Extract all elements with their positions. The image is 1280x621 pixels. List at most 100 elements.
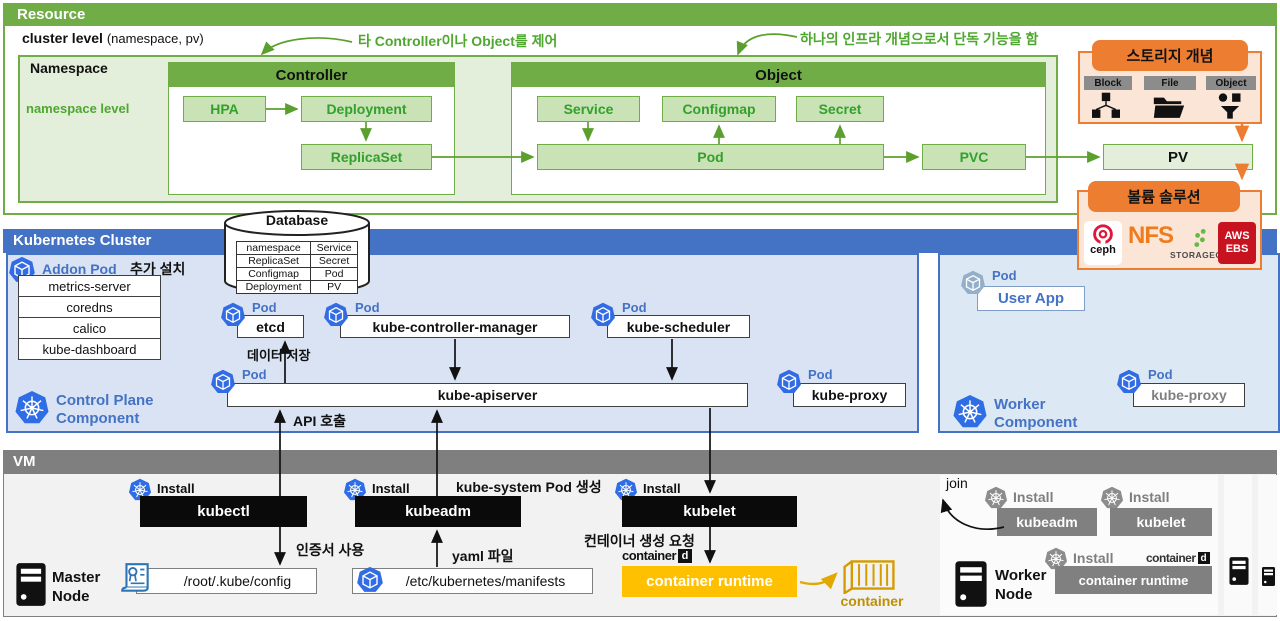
object-annotation: 하나의 인프라 개념으로서 단독 기능을 함: [800, 31, 1039, 47]
file-storage-icon: [1148, 94, 1190, 120]
containerd-logo: container d: [622, 548, 693, 563]
object-group-title: Object: [512, 63, 1045, 87]
volume-solution-title: 볼륨 솔루션: [1088, 181, 1240, 212]
deployment-box: Deployment: [301, 96, 432, 122]
cert-use-label: 인증서 사용: [296, 542, 365, 558]
vm-header: VM: [3, 450, 1277, 474]
nfs-logo: NFS: [1128, 222, 1174, 249]
worker-container-runtime-box: container runtime: [1055, 566, 1212, 594]
master-node-line1: Master: [52, 569, 101, 586]
controller-annotation: 타 Controller이나 Object를 제어: [358, 33, 558, 49]
kube-controller-manager-box: kube-controller-manager: [340, 315, 570, 338]
pod-icon: [960, 270, 986, 296]
ebs-label: EBS: [1225, 243, 1249, 255]
control-plane-line2: Component: [56, 410, 140, 427]
namespace-level-label: namespace level: [26, 101, 130, 116]
container-runtime-box: container runtime: [622, 566, 797, 597]
kube-proxy-box: kube-proxy: [793, 383, 906, 407]
cluster-level-note: (namespace, pv): [106, 31, 204, 46]
etcd-box: etcd: [237, 315, 304, 338]
kubelet-box: kubelet: [622, 496, 797, 527]
storageos-logo: STORAGEOS: [1170, 228, 1229, 260]
ceph-logo: ceph: [1084, 221, 1122, 265]
db-cell: Deployment: [235, 280, 312, 294]
worker-kubelet-install-label: Install: [1129, 489, 1170, 505]
apiserver-pod-label: Pod: [242, 367, 267, 382]
namespace-label: Namespace: [30, 60, 108, 76]
kubeadm-box: kubeadm: [355, 496, 521, 527]
kube-proxy-worker-box: kube-proxy: [1133, 383, 1245, 407]
addon-pod-label: Addon Pod: [42, 261, 117, 277]
block-storage-icon: [1086, 92, 1126, 120]
server-icon: [1228, 556, 1250, 586]
containerd-d-icon: d: [1197, 552, 1210, 564]
kube-apiserver-box: kube-apiserver: [227, 383, 748, 407]
server-icon: [14, 562, 48, 607]
api-call-label: API 호출: [293, 413, 346, 429]
pod-icon: [356, 566, 384, 594]
master-node-line2: Node: [52, 588, 90, 605]
kubernetes-icon: [1100, 486, 1124, 510]
kubernetes-icon: [952, 394, 988, 430]
configmap-box: Configmap: [662, 96, 776, 122]
container-icon: [840, 556, 898, 594]
kubernetes-icon: [14, 390, 50, 426]
pod-box: Pod: [537, 144, 884, 170]
db-cell: PV: [310, 280, 358, 294]
kubelet-install-label: Install: [643, 481, 681, 496]
pod-icon: [1116, 369, 1142, 395]
pod-icon: [210, 369, 236, 395]
aws-ebs-logo: AWS EBS: [1218, 222, 1256, 264]
db-cell: ReplicaSet: [235, 254, 312, 268]
db-cell: Pod: [310, 267, 358, 281]
worker-node-line2: Node: [995, 586, 1033, 603]
server-icon: [1261, 566, 1276, 587]
containerd-word: container: [622, 548, 677, 563]
kubernetes-cluster-header: Kubernetes Cluster: [3, 229, 1277, 253]
worker-component-line2: Component: [994, 414, 1078, 431]
containerd-word: container: [1146, 551, 1196, 565]
db-cell: Configmap: [235, 267, 312, 281]
db-cell: Service: [310, 241, 358, 255]
storageos-icon: [1192, 228, 1208, 250]
object-storage-icon: [1212, 92, 1248, 120]
scheduler-pod-label: Pod: [622, 300, 647, 315]
storage-type-file: File: [1144, 76, 1196, 90]
join-label: join: [946, 475, 968, 491]
controller-group: Controller: [168, 62, 455, 195]
controller-group-title: Controller: [169, 63, 454, 87]
worker-node-label: Worker Node: [995, 566, 1046, 604]
storage-type-object: Object: [1206, 76, 1256, 90]
worker-kubeadm-box: kubeadm: [997, 508, 1097, 536]
data-save-label: 데이터 저장: [247, 348, 311, 363]
kubernetes-icon: [984, 486, 1008, 510]
pod-icon: [590, 302, 616, 328]
pv-box: PV: [1103, 144, 1253, 170]
kube-config-box: /root/.kube/config: [136, 568, 317, 594]
storage-type-block: Block: [1084, 76, 1132, 90]
service-box: Service: [537, 96, 640, 122]
kubectl-box: kubectl: [140, 496, 307, 527]
worker-node-strip: [1224, 475, 1252, 615]
user-app-pod-label: Pod: [992, 268, 1017, 283]
server-icon: [953, 560, 989, 608]
addon-item-kube-dashboard: kube-dashboard: [18, 338, 161, 360]
worker-component-line1: Worker: [994, 396, 1046, 413]
addon-item-coredns: coredns: [18, 296, 161, 318]
worker-containerd-logo: container d: [1146, 551, 1210, 565]
addon-note: 추가 설치: [130, 261, 186, 277]
kubeadm-install-label: Install: [372, 481, 410, 496]
containerd-d-icon: d: [678, 548, 693, 563]
pod-icon: [776, 369, 802, 395]
object-group: Object: [511, 62, 1046, 195]
kube-proxy-pod-label: Pod: [808, 367, 833, 382]
worker-kubelet-box: kubelet: [1110, 508, 1212, 536]
worker-node-line1: Worker: [995, 567, 1047, 584]
control-plane-line1: Control Plane: [56, 392, 154, 409]
kube-scheduler-box: kube-scheduler: [607, 315, 750, 338]
resource-header: Resource: [3, 3, 1277, 26]
hpa-box: HPA: [183, 96, 266, 122]
